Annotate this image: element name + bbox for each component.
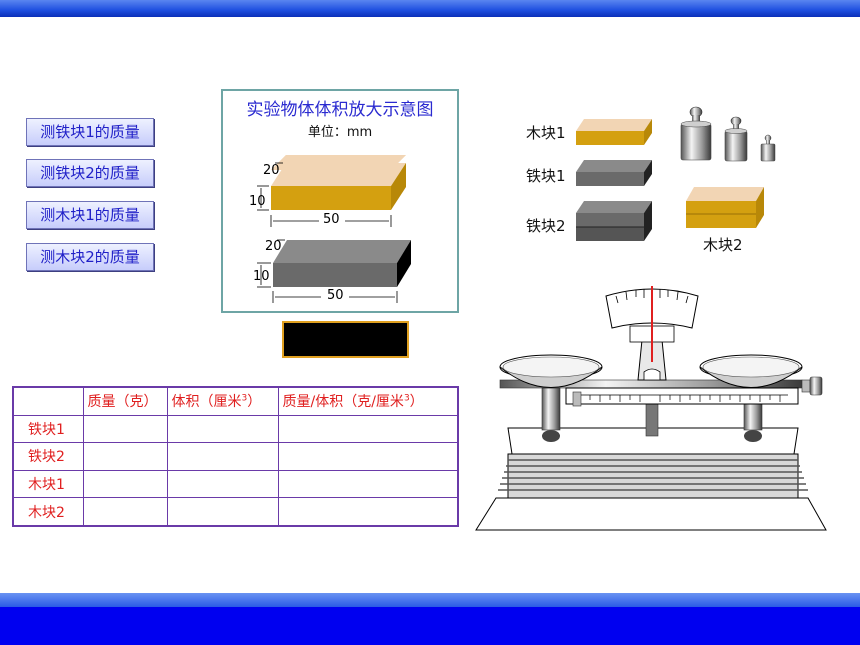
iron-block-diagram [257,239,411,303]
cell-volume[interactable] [166,497,279,527]
cell-mass[interactable] [82,469,168,499]
table-header-blank [12,386,84,416]
measure-wood2-button[interactable]: 测木块2的质量 [26,243,154,271]
balance-base-ridges [498,453,808,499]
left-pan[interactable] [499,354,603,388]
iron1-label: 铁块1 [526,167,566,185]
measure-iron2-button[interactable]: 测铁块2的质量 [26,159,154,187]
table-header-volume: 体积（厘米3） [166,386,279,416]
weight-large-icon[interactable] [680,106,712,161]
wood2-label: 木块2 [703,236,743,254]
right-pan[interactable] [699,354,803,388]
iron-block-2[interactable] [576,201,652,241]
iron-height-label: 10 [253,269,270,284]
result-display [282,321,409,358]
top-banner [0,0,860,17]
volume-diagram-panel: 实验物体体积放大示意图 单位：mm [221,89,459,313]
wood-block-diagram [257,155,406,227]
measure-wood1-button[interactable]: 测木块1的质量 [26,201,154,229]
wood-block-2[interactable] [686,187,764,228]
results-table: 质量（克） 体积（厘米3） 质量/体积（克/厘米3） 铁块1 铁块2 木块1 木… [12,386,459,527]
measure-iron1-button[interactable]: 测铁块1的质量 [26,118,154,146]
table-row: 铁块1 [12,414,459,444]
block-dimension-drawing [257,155,411,303]
rider-slider[interactable] [572,391,582,407]
weight-small-icon[interactable] [760,134,776,162]
bottom-banner-stripe [0,593,860,607]
cell-volume[interactable] [166,469,279,499]
table-header-row: 质量（克） 体积（厘米3） 质量/体积（克/厘米3） [12,386,459,416]
row-label-wood2: 木块2 [12,497,84,527]
iron2-label: 铁块2 [526,217,566,235]
wood-depth-label: 20 [263,163,280,178]
balance-adjust-knob[interactable] [809,376,823,396]
table-row: 木块2 [12,497,459,527]
balance-scale [475,286,827,531]
iron-length-label: 50 [327,288,344,303]
iron-block-1[interactable] [576,160,652,186]
iron-depth-label: 20 [265,239,282,254]
row-label-iron1: 铁块1 [12,414,84,444]
cell-density[interactable] [277,469,459,499]
cell-mass[interactable] [82,414,168,444]
table-header-mass: 质量（克） [82,386,168,416]
diagram-title: 实验物体体积放大示意图 [246,100,434,120]
row-label-wood1: 木块1 [12,469,84,499]
cell-mass[interactable] [82,497,168,527]
row-label-iron2: 铁块2 [12,442,84,471]
wood1-label: 木块1 [526,124,566,142]
cell-density[interactable] [277,497,459,527]
table-row: 木块1 [12,469,459,499]
wood-length-label: 50 [323,212,340,227]
weight-medium-icon[interactable] [724,116,748,162]
diagram-unit: 单位：mm [307,125,373,140]
table-header-density: 质量/体积（克/厘米3） [277,386,459,416]
wood-block-1[interactable] [576,119,652,145]
bottom-banner [0,593,860,645]
cell-volume[interactable] [166,442,279,471]
table-row: 铁块2 [12,442,459,471]
wood-height-label: 10 [249,194,266,209]
